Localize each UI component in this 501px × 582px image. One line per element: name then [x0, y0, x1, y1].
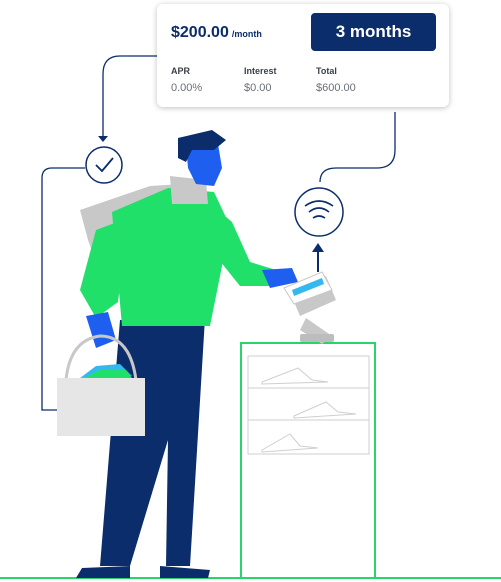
- offer-card: $200.00/month 3 months APR 0.00% Interes…: [157, 4, 449, 107]
- per-month-label: /month: [231, 29, 262, 39]
- interest-label: Interest: [244, 66, 277, 76]
- payment-counter: [240, 342, 376, 578]
- term-button[interactable]: 3 months: [311, 13, 436, 51]
- total-label: Total: [316, 66, 337, 76]
- apr-label: APR: [171, 66, 191, 76]
- apr-stat: APR 0.00%: [171, 66, 202, 94]
- apr-value: 0.00%: [171, 82, 203, 94]
- price-amount: $200.00: [171, 24, 229, 41]
- arrowhead-down: [98, 136, 108, 142]
- person-figure: [76, 130, 333, 578]
- interest-value: $0.00: [244, 82, 272, 94]
- arrow-up-icon: [312, 243, 324, 272]
- shopping-bag: [57, 334, 145, 436]
- shelf-unit: [247, 355, 370, 455]
- total-stat: Total $600.00: [316, 66, 356, 94]
- connector-lines: [41, 55, 396, 411]
- contactless-icon: [294, 187, 344, 237]
- check-circle-icon: [85, 146, 123, 184]
- total-value: $600.00: [316, 82, 356, 94]
- interest-stat: Interest $0.00: [244, 66, 277, 94]
- monthly-price: $200.00/month: [171, 24, 262, 42]
